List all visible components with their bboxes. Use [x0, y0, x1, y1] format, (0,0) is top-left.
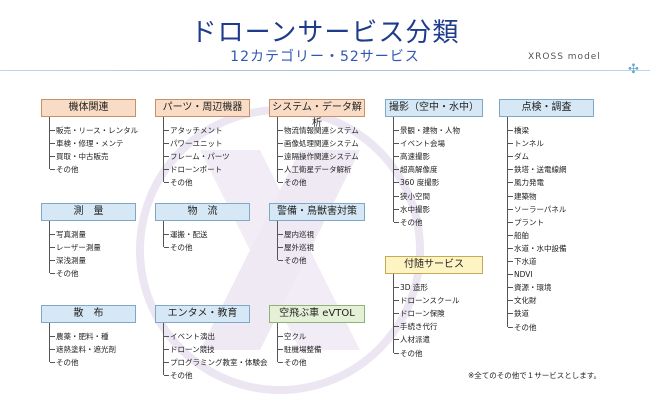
- service-item: 農薬・肥料・種: [50, 332, 109, 341]
- category-header-filming: 撮影（空中・水中）: [385, 99, 483, 117]
- category-header-logistics: 物 流: [155, 203, 250, 221]
- service-item: 手続き代行: [394, 322, 438, 332]
- service-item: その他: [278, 178, 307, 188]
- service-item: 屋内巡視: [278, 230, 314, 239]
- header-divider: [0, 70, 650, 71]
- page-subtitle: 12カテゴリー・52サービス: [230, 49, 420, 65]
- tree-connector: [163, 117, 164, 183]
- service-item: イベント会場: [394, 139, 445, 149]
- tree-connector: [277, 323, 278, 363]
- category-header-survey: 測 量: [41, 203, 136, 221]
- service-item: 写真測量: [50, 230, 86, 239]
- service-item: その他: [164, 371, 193, 381]
- category-header-aircraft: 機体関連: [41, 99, 136, 117]
- service-item: その他: [50, 269, 79, 279]
- service-item: その他: [164, 243, 193, 253]
- service-item: NDVI: [508, 270, 533, 280]
- service-item: 360 度撮影: [393, 178, 440, 188]
- service-item: その他: [508, 322, 537, 332]
- service-item: その他: [164, 178, 193, 188]
- service-item: 下水道: [508, 257, 537, 266]
- service-item: 狭小空間: [394, 191, 430, 201]
- page-title: ドローンサービス分類: [190, 18, 460, 48]
- tree-connector: [507, 117, 508, 327]
- service-item: ドローンポート: [163, 165, 223, 175]
- tree-connector: [163, 323, 164, 376]
- service-item: 運搬・配送: [164, 230, 208, 239]
- service-item: イベント演出: [164, 332, 215, 341]
- service-item: 文化財: [508, 296, 537, 306]
- service-item: 空クル: [277, 332, 307, 341]
- service-item: 人工衛星データ解析: [278, 165, 352, 175]
- service-item: 高速撮影: [394, 152, 430, 162]
- service-item: 水中撮影: [394, 204, 430, 214]
- category-header-security: 警備・鳥獣害対策: [269, 203, 365, 221]
- service-item: その他: [394, 348, 423, 358]
- service-item: 物流情報関連システム: [278, 126, 359, 135]
- service-item: アタッチメント: [164, 126, 223, 135]
- service-item: プログラミング教室・体験会: [164, 358, 268, 368]
- tree-connector: [49, 117, 50, 170]
- service-item: ドローン保険: [394, 309, 445, 319]
- service-item: その他: [278, 358, 307, 368]
- service-item: ダム: [508, 152, 529, 162]
- service-item: 資源・環境: [508, 283, 552, 293]
- service-item: 人材派遣: [394, 335, 430, 345]
- service-item: 鉄塔・送電線網: [508, 165, 567, 175]
- service-item: ソーラーパネル: [507, 204, 567, 214]
- service-item: その他: [50, 165, 79, 175]
- drone-icon: ✣: [628, 62, 639, 77]
- service-item: 鉄道: [508, 309, 529, 319]
- service-item: フレーム・パーツ: [164, 152, 230, 162]
- service-item: ドローンスクール: [393, 296, 460, 306]
- category-header-spraying: 散 布: [41, 305, 136, 323]
- category-header-evtol: 空飛ぶ車 eVTOL: [269, 305, 365, 323]
- tree-connector: [163, 221, 164, 248]
- tree-connector: [277, 221, 278, 261]
- service-item: プラント: [508, 217, 544, 227]
- category-header-parts: パーツ・周辺機器: [155, 99, 250, 117]
- category-header-system-data: システム・データ解析: [269, 99, 365, 129]
- service-item: レーザー測量: [50, 243, 101, 253]
- service-item: 建築物: [508, 191, 537, 201]
- brand-label: XROSS model: [528, 52, 601, 62]
- service-item: その他: [50, 358, 79, 368]
- service-item: その他: [278, 256, 307, 266]
- category-header-inspection: 点検・調査: [499, 99, 594, 117]
- service-item: 深浅測量: [50, 256, 86, 266]
- footnote: ※全てのその他で１サービスとします。: [468, 371, 602, 380]
- service-item: 水道・水中設備: [508, 243, 567, 253]
- service-item: トンネル: [508, 139, 544, 149]
- service-item: 販売・リース・レンタル: [49, 126, 139, 135]
- service-item: ドローン競技: [164, 345, 215, 355]
- tree-connector: [277, 117, 278, 183]
- service-item: 橋梁: [508, 126, 529, 135]
- service-item: その他: [394, 217, 423, 227]
- service-item: パワーユニット: [164, 139, 223, 149]
- tree-connector: [49, 323, 50, 363]
- category-header-entertainment: エンタメ・教育: [155, 305, 250, 323]
- service-item: 3D 造形: [394, 283, 428, 292]
- service-item: 風力発電: [508, 178, 544, 188]
- tree-connector: [393, 117, 394, 222]
- service-item: 駐機場整備: [278, 345, 322, 355]
- service-item: 景観・建物・人物: [394, 126, 460, 135]
- category-header-support: 付随サービス: [385, 256, 483, 274]
- service-item: 車検・修理・メンテ: [50, 139, 124, 149]
- service-item: 画像処理関連システム: [278, 139, 359, 149]
- service-item: 遮熱塗料・遮光剤: [50, 345, 116, 355]
- service-item: 買取・中古販売: [50, 152, 109, 162]
- service-item: 船舶: [508, 230, 529, 240]
- service-item: 遠隔操作関連システム: [278, 152, 359, 162]
- tree-connector: [393, 274, 394, 353]
- service-item: 屋外巡視: [278, 243, 314, 253]
- tree-connector: [49, 221, 50, 274]
- service-item: 超高解像度: [394, 165, 438, 175]
